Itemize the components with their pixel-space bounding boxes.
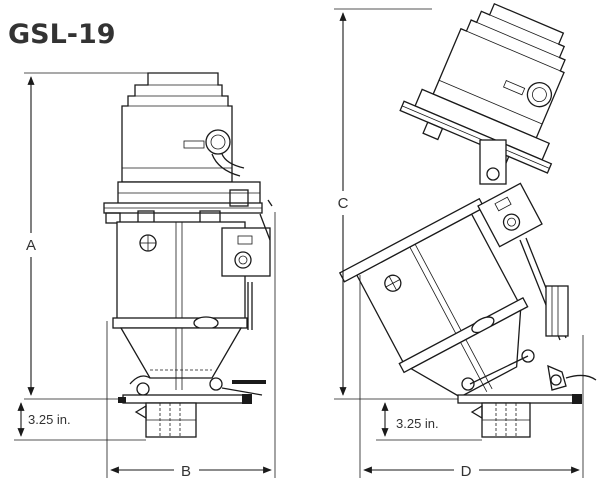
left-dimension-lines (14, 72, 276, 478)
upright-unit-drawing (103, 72, 273, 438)
dimension-b-label: B (181, 463, 191, 480)
diagram-title: GSL-19 (8, 19, 116, 50)
dimension-d-label: D (461, 463, 472, 480)
left-base-height-label: 3.25 in. (28, 412, 71, 427)
right-base-height-label: 3.25 in. (396, 416, 439, 431)
dimension-a-label: A (26, 237, 36, 254)
tilted-unit-drawing (338, 2, 597, 438)
dimension-c-label: C (338, 195, 349, 212)
right-dimension-lines (334, 8, 584, 478)
